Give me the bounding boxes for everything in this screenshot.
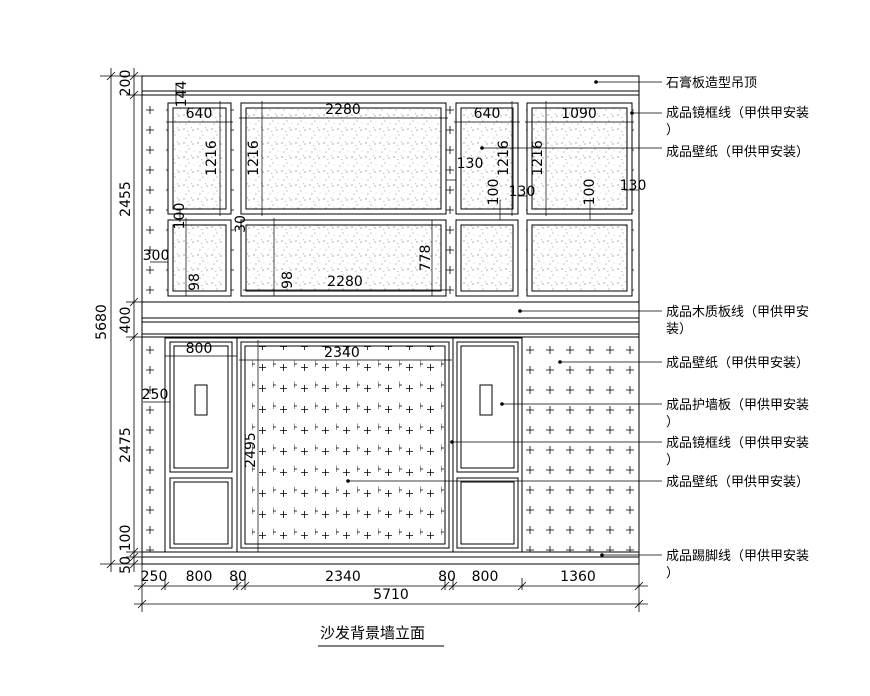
upper-panels	[167, 102, 633, 297]
annotation-6: 成品护墙板（甲供甲安装 ）	[666, 398, 809, 430]
annotation-4: 成品木质板线（甲供甲安装）	[666, 305, 809, 337]
wood-line-band	[142, 301, 639, 338]
dim-row-gap-b: 100	[486, 179, 502, 206]
annotation-line: 成品壁纸（甲供甲安装）	[666, 356, 809, 371]
annotation-line: 成品壁纸（甲供甲安装）	[666, 475, 809, 490]
annotation-2: 成品镜框线（甲供甲安装 ）	[666, 106, 809, 138]
dim-center-width: 2340	[324, 345, 360, 361]
dim-small-gap: 30	[233, 215, 249, 233]
dim-wood-line: 400	[118, 307, 134, 334]
dim-top-gap: 144	[174, 81, 190, 108]
dim-row-gap-a: 100	[172, 203, 188, 230]
dim-left-offset: 250	[142, 387, 169, 403]
dim-panel-2-width: 2280	[325, 102, 361, 118]
dim-panel-1-height: 1216	[204, 140, 220, 176]
annotation-line: 成品护墙板（甲供甲安装	[666, 398, 809, 413]
lower-dimension-lines	[143, 340, 452, 552]
right-wainscot	[452, 337, 523, 553]
dim-upper-wall: 2455	[118, 181, 134, 217]
dim-bottom-seg-5: 80	[438, 569, 456, 585]
dim-bottom-seg-6: 800	[472, 569, 499, 585]
annotation-line: 成品镜框线（甲供甲安装	[666, 106, 809, 121]
annotation-line: ）	[666, 453, 679, 468]
skirting-line	[142, 551, 639, 565]
drawing-title: 沙发背景墙立面	[320, 624, 425, 642]
annotation-line: ）	[666, 415, 679, 430]
annotation-7: 成品镜框线（甲供甲安装 ）	[666, 436, 809, 468]
left-wainscot	[164, 337, 238, 553]
dim-panel-1-width: 640	[186, 106, 213, 122]
annotation-line: 石膏板造型吊顶	[666, 75, 757, 91]
dim-base-lower: 50	[118, 556, 134, 574]
leader-dots	[346, 80, 634, 557]
dim-bottom-seg-4: 2340	[325, 569, 361, 585]
annotation-3: 成品壁纸（甲供甲安装）	[666, 145, 809, 160]
dim-panel-3-width: 640	[474, 106, 501, 122]
upper-dimension-lines	[150, 84, 639, 296]
annotation-5: 成品壁纸（甲供甲安装）	[666, 356, 809, 371]
dim-side-gap-b: 130	[509, 184, 536, 200]
dim-total-height: 5680	[94, 304, 110, 340]
annotations: 石膏板造型吊顶 成品镜框线（甲供甲安装 ） 成品壁纸（甲供甲安装） 成品木质板线（…	[666, 75, 809, 581]
annotation-line: 成品镜框线（甲供甲安装	[666, 436, 809, 451]
dim-panel-3-height: 1216	[496, 140, 512, 176]
bottom-dimension-lines	[134, 564, 648, 612]
dim-lower-wall: 2475	[118, 427, 134, 463]
dim-bottom-seg-3: 80	[229, 569, 247, 585]
dim-bottom-seg-1: 250	[141, 569, 168, 585]
annotation-line: ）	[666, 123, 679, 138]
dim-side-gap-c: 130	[620, 178, 647, 194]
dim-base-upper: 100	[118, 525, 134, 552]
leader-lines	[348, 81, 662, 556]
dim-ceiling: 200	[118, 70, 134, 97]
dim-bottom-seg-2: 800	[186, 569, 213, 585]
annotation-line: 装）	[666, 322, 692, 337]
dim-panel-2-height: 1216	[246, 140, 262, 176]
left-dimension-lines	[100, 68, 142, 572]
annotation-line: ）	[666, 566, 679, 581]
dim-lower-panel-2-width: 2280	[327, 274, 363, 290]
dim-lower-panel-2-height: 778	[418, 245, 434, 272]
annotation-8: 成品壁纸（甲供甲安装）	[666, 475, 809, 490]
annotation-1: 石膏板造型吊顶	[666, 75, 757, 91]
dim-center-height: 2495	[243, 432, 259, 468]
annotation-line: 成品木质板线（甲供甲安	[666, 305, 809, 320]
dim-row-gap-c: 100	[582, 179, 598, 206]
lower-section	[143, 337, 638, 553]
annotation-line: 成品壁纸（甲供甲安装）	[666, 145, 809, 160]
dim-bottom-total: 5710	[373, 587, 409, 603]
dim-panel-4-width: 1090	[561, 106, 597, 122]
dim-bottom-gap-b: 98	[280, 271, 296, 289]
dim-side-gap-a: 130	[457, 156, 484, 172]
annotation-line: 成品踢脚线（甲供甲安装	[666, 548, 809, 564]
dim-bottom-seg-7: 1360	[560, 569, 596, 585]
annotation-9: 成品踢脚线（甲供甲安装 ）	[666, 548, 809, 581]
dim-panel-4-height: 1216	[530, 140, 546, 176]
dim-left-panel-width: 800	[186, 341, 213, 357]
dim-bottom-gap-a: 98	[187, 273, 203, 291]
dim-left-margin: 300	[143, 248, 170, 264]
